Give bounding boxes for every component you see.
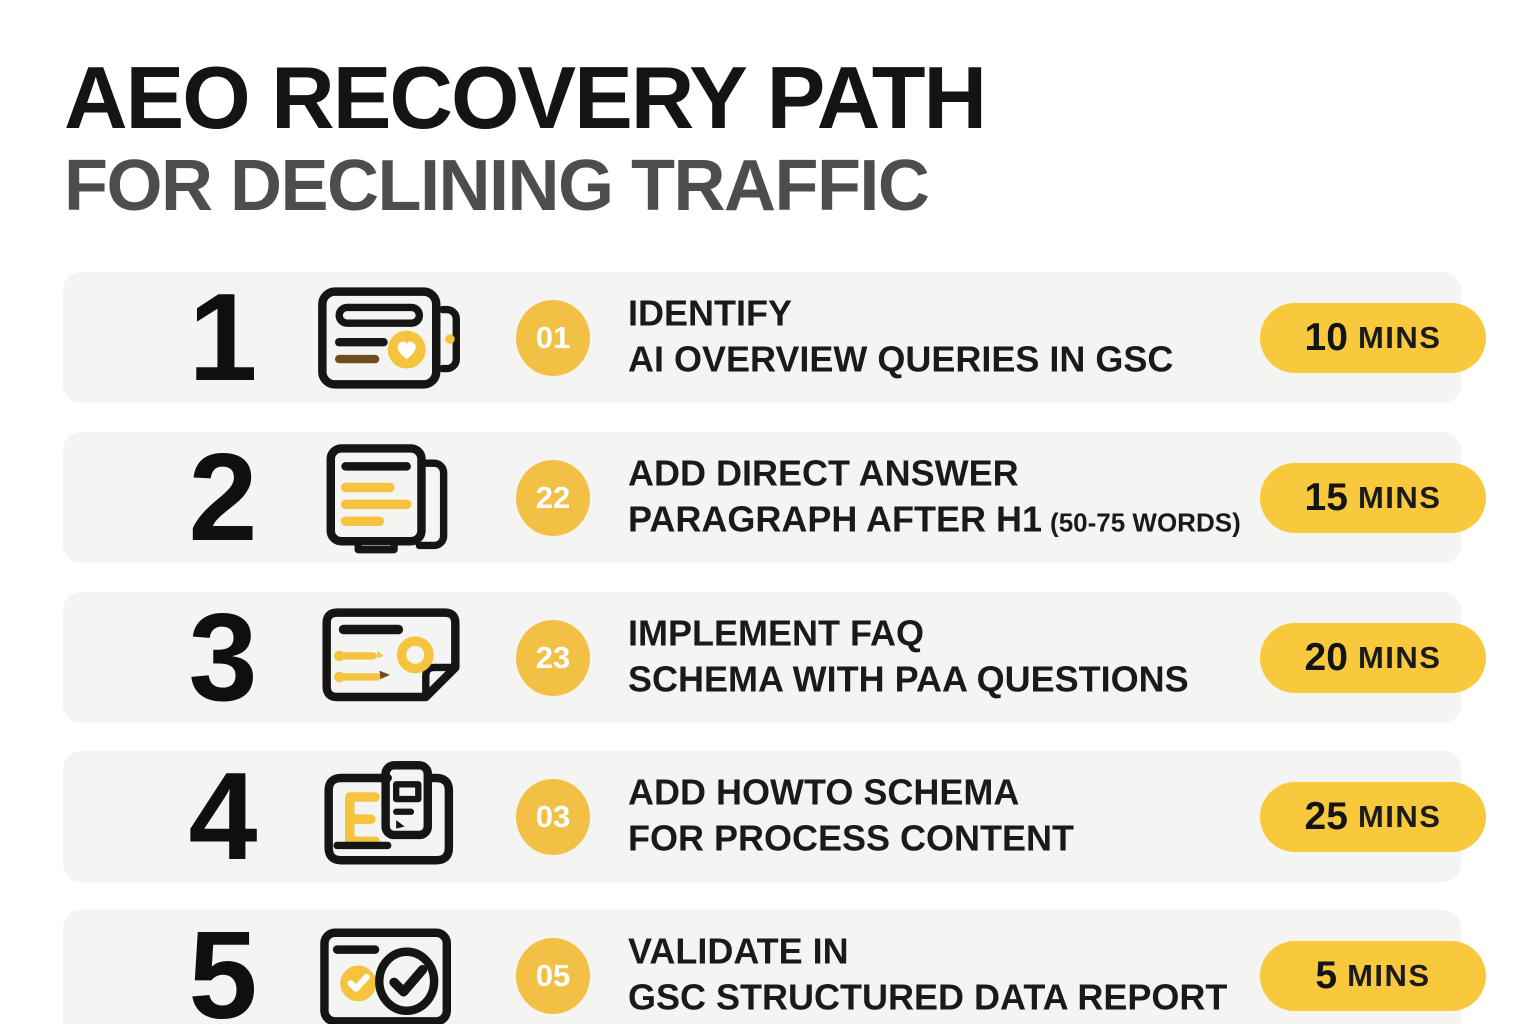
step-title-line1: IMPLEMENT FAQ <box>628 612 924 653</box>
step-badge: 01 <box>516 299 590 376</box>
duration-value: 20 <box>1304 635 1348 679</box>
duration-unit: MINS <box>1357 479 1442 515</box>
step-title: IDENTIFY AI OVERVIEW QUERIES IN GSC <box>628 290 1181 385</box>
page-title: AEO RECOVERY PATH <box>64 48 987 147</box>
document-stack-icon <box>313 440 473 556</box>
step-title: ADD DIRECT ANSWER PARAGRAPH AFTER H1(50-… <box>628 450 1241 545</box>
step-row-1: 1 01 IDENTIFY AI OVERVIEW QUERIES IN GSC… <box>63 268 1486 407</box>
step-row-4: 4 03 ADD HOWTO SCHEMA FOR PROCESS CONTEN… <box>63 747 1486 886</box>
step-title: IMPLEMENT FAQ SCHEMA WITH PAA QUESTIONS <box>628 610 1197 705</box>
duration-pill: 15 MINS <box>1260 462 1486 533</box>
step-badge: 23 <box>516 619 590 696</box>
faq-schema-page-icon <box>311 600 471 716</box>
duration-value: 5 <box>1315 953 1338 997</box>
duration-pill: 25 MINS <box>1260 781 1486 852</box>
step-title-line2: FOR PROCESS CONTENT <box>628 817 1075 858</box>
laptop-phone-icon <box>313 759 473 875</box>
duration-pill: 10 MINS <box>1260 302 1486 373</box>
step-number: 2 <box>188 428 258 567</box>
step-row-3: 3 23 IMPLEMENT FAQ SCHEMA WITH PAA QUEST… <box>63 588 1486 727</box>
step-title-line2: AI OVERVIEW QUERIES IN GSC <box>628 338 1174 379</box>
step-number: 1 <box>188 268 258 407</box>
step-title-line1: ADD DIRECT ANSWER <box>628 452 1019 493</box>
page-subtitle: FOR DECLINING TRAFFIC <box>64 146 930 226</box>
certificate-card-icon <box>313 280 473 396</box>
step-title: ADD HOWTO SCHEMA FOR PROCESS CONTENT <box>628 769 1082 864</box>
step-title-suffix: (50-75 WORDS) <box>1050 507 1241 537</box>
step-badge: 22 <box>516 459 590 536</box>
validation-check-icon <box>313 918 473 1024</box>
step-badge: 05 <box>516 937 590 1014</box>
duration-unit: MINS <box>1357 319 1442 355</box>
step-number: 5 <box>188 906 258 1024</box>
step-title-line1: ADD HOWTO SCHEMA <box>628 771 1020 812</box>
duration-value: 25 <box>1304 794 1348 838</box>
step-title: VALIDATE IN GSC STRUCTURED DATA REPORT <box>628 928 1235 1023</box>
step-number: 3 <box>188 588 258 727</box>
duration-pill: 5 MINS <box>1260 940 1486 1011</box>
step-title-line2: SCHEMA WITH PAA QUESTIONS <box>628 658 1189 699</box>
step-row-5: 5 05 VALIDATE IN GSC STRUCTURED DATA REP… <box>63 906 1486 1024</box>
duration-unit: MINS <box>1347 957 1431 993</box>
duration-value: 15 <box>1304 475 1348 519</box>
step-title-line2: PARAGRAPH AFTER H1 <box>628 498 1043 539</box>
step-row-2: 2 22 ADD DIRECT ANSWER PARAGRAPH AFTER H… <box>63 428 1486 567</box>
step-title-line2: GSC STRUCTURED DATA REPORT <box>628 976 1228 1017</box>
step-badge: 03 <box>516 778 590 855</box>
duration-unit: MINS <box>1357 798 1442 834</box>
duration-pill: 20 MINS <box>1260 622 1486 693</box>
step-title-line1: VALIDATE IN <box>628 930 849 971</box>
step-number: 4 <box>188 747 258 886</box>
step-title-line1: IDENTIFY <box>628 292 793 333</box>
duration-value: 10 <box>1304 315 1348 359</box>
duration-unit: MINS <box>1357 639 1442 675</box>
